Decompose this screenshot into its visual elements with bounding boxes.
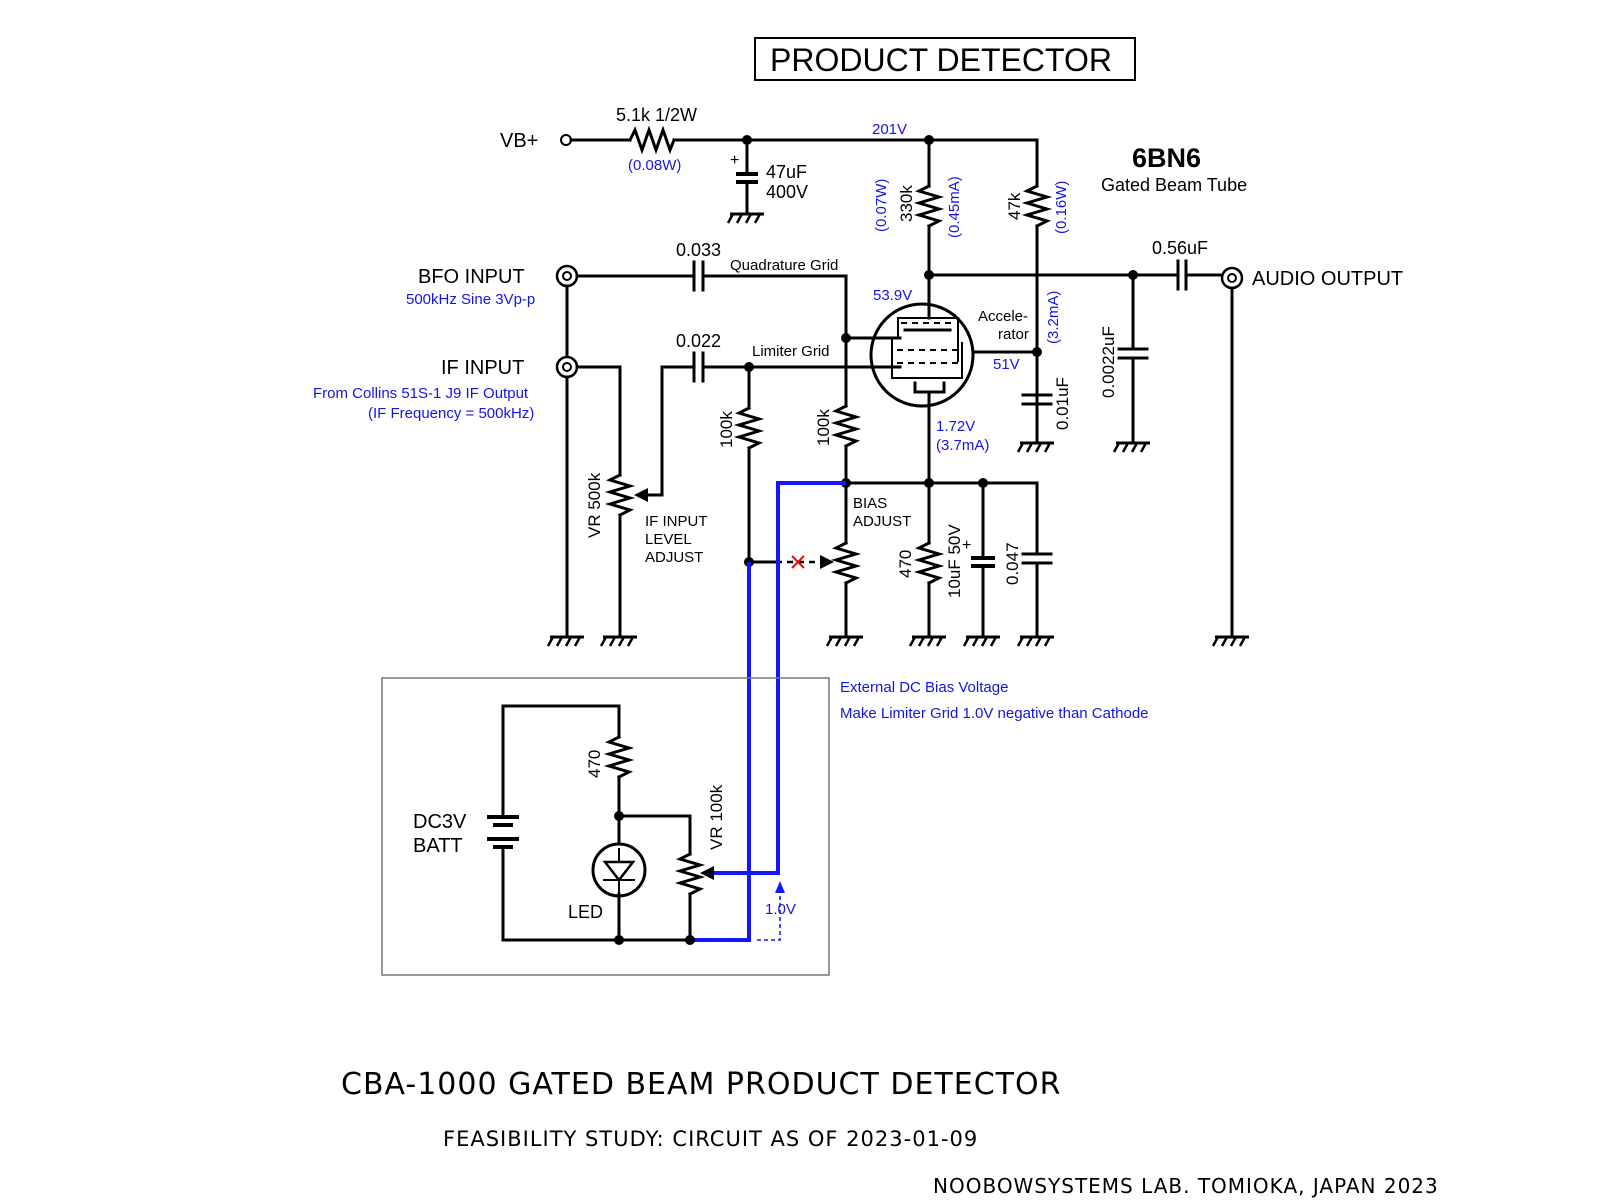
external-bias-wiring: External DC Bias Voltage Make Limiter Gr… [690, 481, 1149, 942]
cathode-cap2-label: 0.047 [1003, 542, 1022, 585]
external-pot-wiper-arrow [700, 866, 714, 880]
if-level-label-2: LEVEL [645, 531, 692, 548]
bias-adjust-pot [830, 540, 862, 586]
accel-resistor [1021, 183, 1053, 229]
external-vr-label: VR 100k [707, 784, 726, 850]
svg-text:+: + [962, 537, 971, 554]
footer-credit: NOOBOWSYSTEMS LAB. TOMIOKA, JAPAN 2023 [933, 1174, 1439, 1198]
cathode-section: 1.72V (3.7mA) 470 + 10uF 50V 0.047 [841, 404, 1056, 648]
external-resistor-value: 470 [585, 750, 604, 778]
limiter-grid-resistor [733, 405, 765, 451]
page-title: PRODUCT DETECTOR [770, 42, 1112, 78]
if-vr-label: VR 500k [585, 472, 604, 538]
plate-section: 330k (0.07W) (0.45mA) 47k (0.16W) (3.2mA… [873, 138, 1070, 405]
footer-subtitle: FEASIBILITY STUDY: CIRCUIT AS OF 2023-01… [443, 1127, 978, 1151]
supply-resistor [627, 125, 676, 155]
cathode-resistor [913, 540, 945, 586]
led-icon [591, 842, 647, 898]
disconnect-mark [791, 555, 805, 569]
bfo-input-note: 500kHz Sine 3Vp-p [406, 291, 535, 308]
supply-resistor-power: (0.08W) [628, 157, 681, 174]
accel-current: (3.2mA) [1045, 291, 1062, 344]
accel-resistor-power: (0.16W) [1053, 181, 1070, 234]
battery-label-1: DC3V [413, 811, 467, 833]
if-input-section: IF INPUT From Collins 51S-1 J9 IF Output… [313, 331, 902, 648]
if-level-label-3: ADJUST [645, 549, 703, 566]
plate-resistor [913, 183, 945, 229]
bias-adjust-label-2: ADJUST [853, 513, 911, 530]
supply-cap-voltage: 400V [766, 182, 808, 202]
led-label: LED [568, 902, 603, 922]
accel-bypass: 0.01uF Accele- rator 51V [963, 308, 1072, 454]
accel-label-1: Accele- [978, 308, 1028, 325]
plate-resistor-current: (0.45mA) [946, 176, 963, 238]
quadrature-resistor-value: 100k [814, 409, 833, 446]
external-bias-box: VR 100k 470 LED DC3V BATT [381, 677, 830, 976]
tube-description: Gated Beam Tube [1101, 175, 1247, 195]
supply-section: VB+ 5.1k 1/2W (0.08W) 201V + 47uF 400V [500, 105, 1039, 225]
cathode-electrolytic-capacitor [971, 556, 995, 560]
external-voltage: 1.0V [765, 901, 796, 918]
cathode-voltage: 1.72V [936, 418, 975, 435]
external-resistor [603, 734, 635, 780]
if-cap-label: 0.022 [676, 331, 721, 351]
plate-resistor-power: (0.07W) [873, 179, 890, 232]
bias-pot-wiper-arrow [820, 555, 834, 569]
grid-resistors: 100k 100k BIAS ADJUST [717, 362, 911, 648]
quadrature-grid-resistor [830, 403, 862, 449]
external-note-2: Make Limiter Grid 1.0V negative than Cat… [840, 705, 1149, 722]
footer-title: CBA-1000 GATED BEAM PRODUCT DETECTOR [341, 1067, 1061, 1102]
supply-capacitor [736, 172, 758, 176]
if-pot-wiper-arrow [634, 488, 648, 502]
accel-cap-label: 0.01uF [1053, 377, 1072, 430]
tube-type: 6BN6 [1132, 143, 1201, 173]
output-section: 0.56uF AUDIO OUTPUT 0.0022uF [927, 238, 1403, 648]
output-shunt-cap-label: 0.0022uF [1099, 326, 1118, 398]
cathode-cap1-label: 10uF 50V [945, 524, 964, 598]
bias-adjust-label-1: BIAS [853, 495, 887, 512]
accel-voltage: 51V [993, 356, 1020, 373]
tube-6bn6 [869, 294, 975, 408]
title-box: PRODUCT DETECTOR [754, 37, 1136, 81]
plate-voltage: 53.9V [873, 287, 912, 304]
bfo-input-label: BFO INPUT [418, 266, 525, 288]
accel-resistor-value: 47k [1005, 192, 1024, 220]
cathode-current: (3.7mA) [936, 437, 989, 454]
battery-icon [487, 810, 519, 942]
output-cap-label: 0.56uF [1152, 238, 1208, 258]
supply-resistor-label: 5.1k 1/2W [616, 105, 697, 125]
limiter-resistor-value: 100k [717, 411, 736, 448]
quadrature-grid-label: Quadrature Grid [730, 257, 838, 274]
vb-label: VB+ [500, 130, 538, 152]
supply-cap-value: 47uF [766, 162, 807, 182]
cathode-resistor-value: 470 [896, 550, 915, 578]
if-input-note-2: (IF Frequency = 500kHz) [368, 405, 534, 422]
accel-label-2: rator [998, 326, 1029, 343]
plate-resistor-value: 330k [897, 185, 916, 222]
limiter-grid-label: Limiter Grid [752, 343, 830, 360]
bfo-cap-label: 0.033 [676, 240, 721, 260]
battery-label-2: BATT [413, 835, 463, 857]
external-pot [674, 851, 706, 897]
audio-output-label: AUDIO OUTPUT [1252, 268, 1403, 290]
bfo-input-section: BFO INPUT 500kHz Sine 3Vp-p 0.033 Quadra… [406, 240, 902, 408]
if-level-label-1: IF INPUT [645, 513, 708, 530]
if-input-note-1: From Collins 51S-1 J9 IF Output [313, 385, 529, 402]
if-level-pot [604, 472, 636, 518]
svg-text:+: + [730, 152, 739, 169]
rail-voltage: 201V [872, 121, 907, 138]
if-input-label: IF INPUT [441, 357, 524, 379]
external-note-1: External DC Bias Voltage [840, 679, 1008, 696]
